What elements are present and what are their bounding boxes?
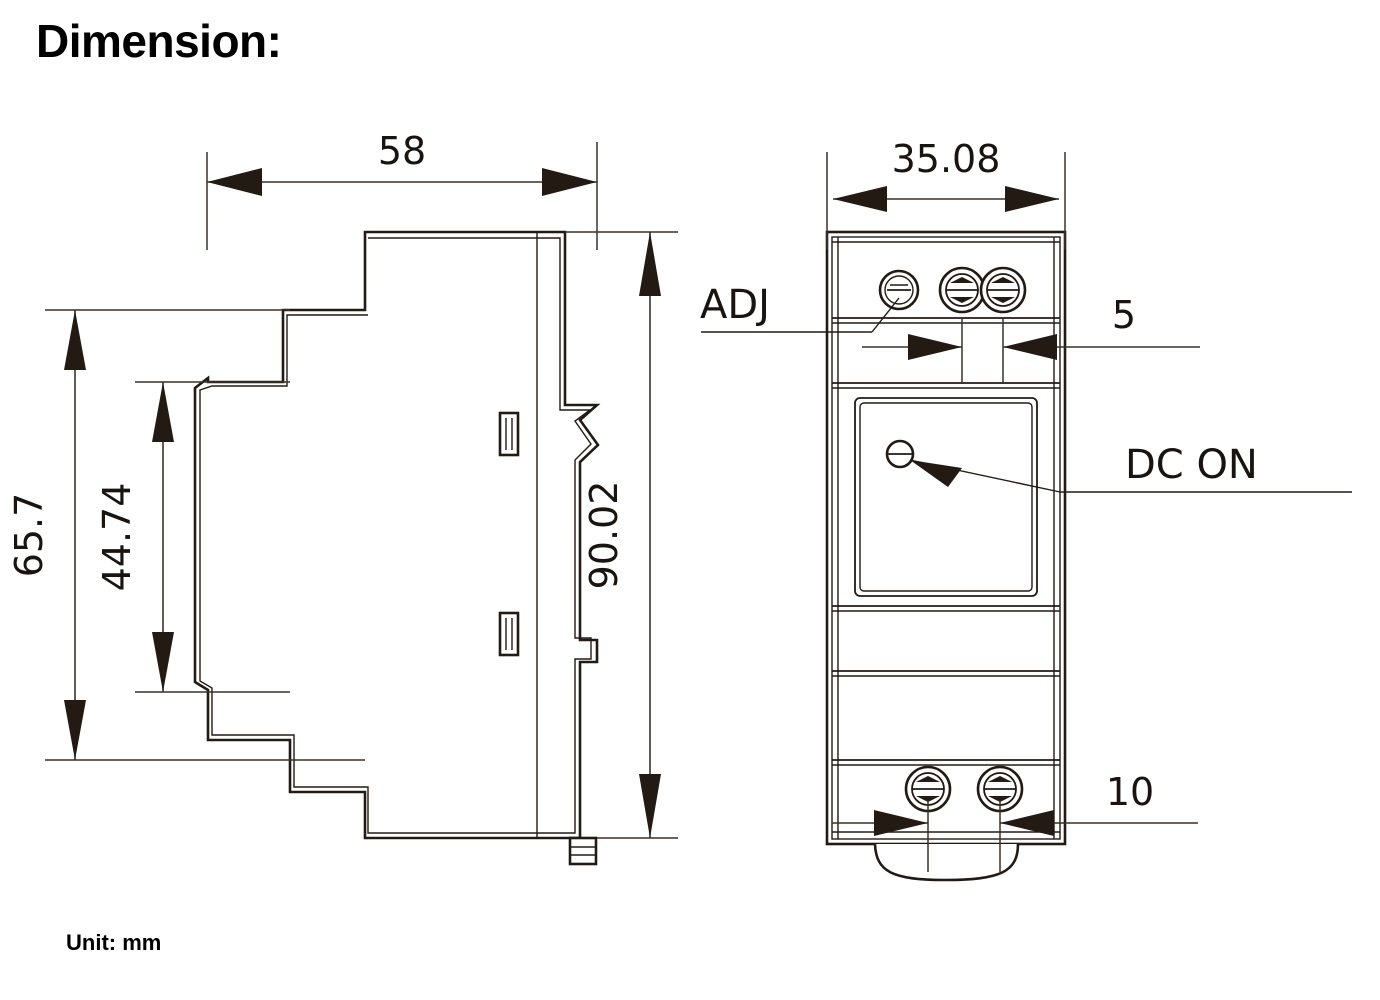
callout-dc-on: DC ON [909, 442, 1352, 493]
dim-44-74: 44.74 [95, 381, 290, 693]
front-faceplate-inner [859, 402, 1033, 592]
dim-44-74-label: 44.74 [95, 483, 139, 592]
din-rail-clip [873, 843, 1020, 882]
dim-58-label: 58 [378, 129, 426, 173]
dim-65-7: 65.7 [7, 309, 365, 761]
dim-65-7-label: 65.7 [7, 493, 51, 578]
adjustment-screw[interactable] [878, 269, 920, 311]
front-view-group: 35.08 5 10 [700, 137, 1352, 882]
callout-dc-on-label: DC ON [1125, 442, 1258, 488]
dim-35-08: 35.08 [826, 137, 1066, 250]
dim-5-label: 5 [1112, 293, 1136, 337]
front-view-inner-outline [831, 236, 1061, 840]
side-view-inner-line [199, 237, 593, 834]
front-view-outline [825, 230, 1067, 846]
dim-35-08-label: 35.08 [892, 137, 1001, 181]
dim-5: 5 [862, 293, 1200, 384]
callout-adj-label: ADJ [700, 282, 770, 328]
page-title: Dimension: [36, 15, 282, 67]
front-faceplate [854, 397, 1038, 597]
dim-10-label: 10 [1106, 770, 1154, 814]
side-vent-slot-upper [498, 411, 520, 457]
dim-58: 58 [206, 129, 598, 250]
side-view-group: 58 65.7 44.74 [7, 129, 678, 866]
side-view-bottom-tab [568, 836, 598, 866]
status-led [885, 439, 915, 469]
dim-90-02: 90.02 [565, 231, 678, 839]
top-terminal-screw-left[interactable] [938, 266, 986, 314]
top-terminal-screw-right[interactable] [979, 266, 1027, 314]
dim-90-02-label: 90.02 [582, 481, 626, 590]
dim-10: 10 [832, 770, 1198, 872]
callout-adj: ADJ [700, 282, 900, 333]
unit-note: Unit: mm [66, 930, 162, 955]
side-vent-slot-lower [498, 611, 520, 657]
